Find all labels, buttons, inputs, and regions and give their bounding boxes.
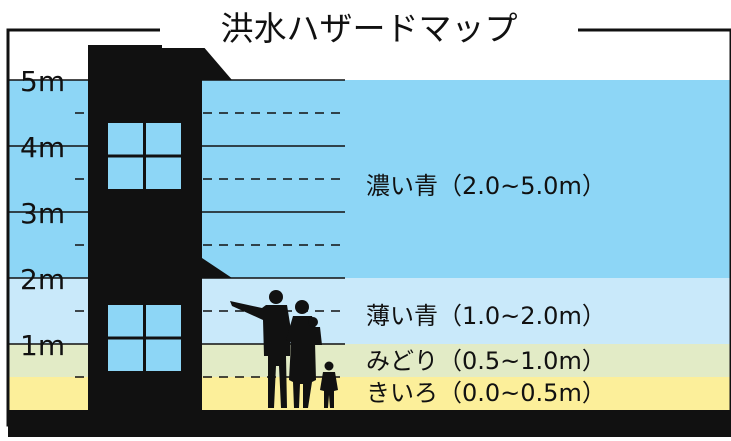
zone-label-deep-blue: 濃い青（2.0~5.0m） (366, 172, 606, 200)
zone-label-light-blue: 薄い青（1.0~2.0m） (366, 302, 606, 330)
tick-label-4m: 4m (20, 131, 65, 164)
family-silhouette-icon (230, 290, 338, 408)
lower-window (108, 305, 181, 371)
upper-window (108, 123, 181, 189)
building-silhouette (88, 45, 232, 410)
zone-label-yellow: きいろ（0.0~0.5m） (366, 379, 606, 407)
zone-name: きいろ (366, 379, 438, 407)
zone-range: （0.5~1.0m） (438, 347, 606, 375)
zone-range: （1.0~2.0m） (438, 302, 606, 330)
zone-label-green: みどり（0.5~1.0m） (366, 347, 606, 375)
tick-label-3m: 3m (20, 197, 65, 230)
zone-name: みどり (366, 347, 438, 375)
tick-label-5m: 5m (20, 65, 65, 98)
title-background (162, 8, 576, 48)
depth-axis-labels: 5m 4m 3m 2m 1m (20, 65, 65, 362)
zone-name: 薄い青 (366, 302, 438, 330)
zone-name: 濃い青 (366, 172, 438, 200)
zone-range: （0.0~0.5m） (438, 379, 606, 407)
tick-label-2m: 2m (20, 263, 65, 296)
tick-label-1m: 1m (20, 329, 65, 362)
zone-labels: 濃い青（2.0~5.0m） 薄い青（1.0~2.0m） みどり（0.5~1.0m… (366, 172, 606, 407)
ground (8, 410, 731, 437)
diagram-title: 洪水ハザードマップ (221, 9, 518, 48)
zone-range: （2.0~5.0m） (438, 172, 606, 200)
